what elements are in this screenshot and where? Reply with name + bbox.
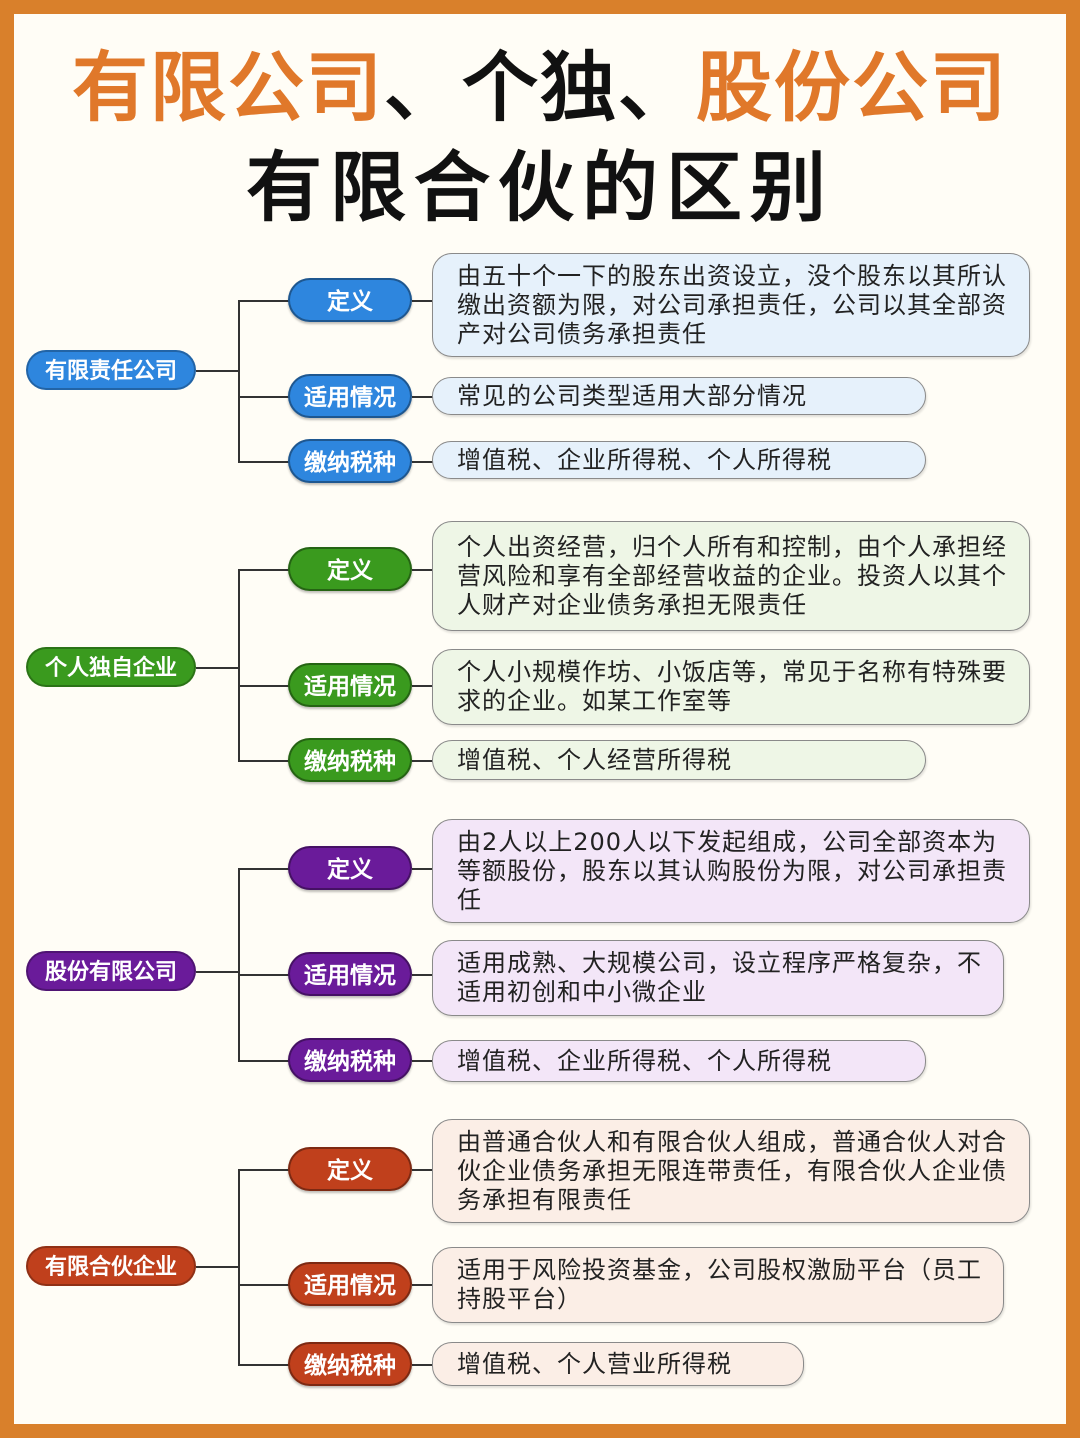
connector-item: [238, 300, 290, 302]
tax-text: 增值税、企业所得税、个人所得税: [457, 445, 832, 474]
tax-box: 增值税、企业所得税、个人所得税: [432, 441, 926, 479]
applicable-text: 适用于风险投资基金，公司股权激励平台（员工持股平台）: [457, 1256, 982, 1313]
tax-text: 增值税、企业所得税、个人所得税: [457, 1046, 832, 1075]
connector-box: [412, 569, 434, 571]
definition-text: 由普通合伙人和有限合伙人组成，普通合伙人对合伙企业债务承担无限连带责任，有限合伙…: [457, 1127, 1007, 1214]
title-segment-sole-proprietorship: 、个独、: [384, 43, 696, 132]
tax-box: 增值税、企业所得税、个人所得税: [432, 1040, 926, 1082]
title-segment-joint-stock-company: 股份公司: [696, 43, 1008, 132]
connector-box: [412, 300, 434, 302]
definition-text: 由五十个一下的股东出资设立，没个股东以其所认缴出资额为限，对公司承担责任，公司以…: [457, 261, 1007, 348]
connector-box: [412, 1364, 434, 1366]
root-node: 有限责任公司: [26, 350, 196, 390]
definition-box: 由五十个一下的股东出资设立，没个股东以其所认缴出资额为限，对公司承担责任，公司以…: [432, 253, 1030, 357]
connector-box: [412, 396, 434, 398]
root-node: 有限合伙企业: [26, 1246, 196, 1286]
connector-box: [412, 1060, 434, 1062]
definition-box: 个人出资经营，归个人所有和控制，由个人承担经营风险和享有全部经营收益的企业。投资…: [432, 521, 1030, 631]
title-segment-limited-company: 有限公司: [72, 43, 384, 132]
connector-vertical: [238, 301, 240, 463]
connector-box: [412, 974, 434, 976]
label-tax-types: 缴纳税种: [288, 738, 412, 782]
page-title-line1: 有限公司、个独、股份公司: [0, 40, 1080, 136]
connector-root: [196, 1266, 239, 1268]
label-definition: 定义: [288, 1147, 412, 1191]
connector-root: [196, 667, 239, 669]
label-tax-types: 缴纳税种: [288, 439, 412, 483]
connector-box: [412, 461, 434, 463]
definition-box: 由普通合伙人和有限合伙人组成，普通合伙人对合伙企业债务承担无限连带责任，有限合伙…: [432, 1119, 1030, 1223]
connector-item: [238, 1169, 290, 1171]
applicable-text: 常见的公司类型适用大部分情况: [457, 381, 807, 410]
definition-text: 由2人以上200人以下发起组成，公司全部资本为等额股份，股东以其认购股份为限，对…: [457, 827, 1007, 914]
connector-box: [412, 760, 434, 762]
applicable-box: 常见的公司类型适用大部分情况: [432, 377, 926, 415]
connector-box: [412, 1169, 434, 1171]
connector-item: [238, 461, 290, 463]
applicable-box: 个人小规模作坊、小饭店等，常见于名称有特殊要求的企业。如某工作室等: [432, 649, 1030, 725]
connector-box: [412, 685, 434, 687]
tax-text: 增值税、个人营业所得税: [457, 1349, 732, 1378]
connector-item: [238, 1060, 290, 1062]
connector-item: [238, 974, 290, 976]
page-title-line2: 有限合伙的区别: [246, 143, 834, 232]
tax-box: 增值税、个人经营所得税: [432, 740, 926, 780]
connector-item: [238, 396, 290, 398]
root-node: 个人独自企业: [26, 647, 196, 687]
label-definition: 定义: [288, 547, 412, 591]
applicable-text: 适用成熟、大规模公司，设立程序严格复杂，不适用初创和中小微企业: [457, 949, 982, 1006]
definition-text: 个人出资经营，归个人所有和控制，由个人承担经营风险和享有全部经营收益的企业。投资…: [457, 532, 1007, 619]
label-tax-types: 缴纳税种: [288, 1038, 412, 1082]
label-applicable: 适用情况: [288, 952, 412, 996]
connector-item: [238, 868, 290, 870]
connector-item: [238, 760, 290, 762]
connector-box: [412, 868, 434, 870]
tax-box: 增值税、个人营业所得税: [432, 1342, 804, 1386]
connector-item: [238, 1364, 290, 1366]
connector-root: [196, 971, 239, 973]
label-definition: 定义: [288, 278, 412, 322]
definition-box: 由2人以上200人以下发起组成，公司全部资本为等额股份，股东以其认购股份为限，对…: [432, 819, 1030, 923]
root-node: 股份有限公司: [26, 951, 196, 991]
connector-root: [196, 370, 239, 372]
connector-item: [238, 1284, 290, 1286]
connector-item: [238, 569, 290, 571]
tax-text: 增值税、个人经营所得税: [457, 745, 732, 774]
label-applicable: 适用情况: [288, 1262, 412, 1306]
connector-vertical: [238, 869, 240, 1062]
label-definition: 定义: [288, 846, 412, 890]
connector-vertical: [238, 570, 240, 762]
applicable-box: 适用于风险投资基金，公司股权激励平台（员工持股平台）: [432, 1247, 1004, 1323]
connector-box: [412, 1284, 434, 1286]
label-tax-types: 缴纳税种: [288, 1342, 412, 1386]
applicable-box: 适用成熟、大规模公司，设立程序严格复杂，不适用初创和中小微企业: [432, 940, 1004, 1016]
label-applicable: 适用情况: [288, 374, 412, 418]
applicable-text: 个人小规模作坊、小饭店等，常见于名称有特殊要求的企业。如某工作室等: [457, 658, 1007, 715]
connector-vertical: [238, 1170, 240, 1366]
connector-item: [238, 685, 290, 687]
label-applicable: 适用情况: [288, 663, 412, 707]
